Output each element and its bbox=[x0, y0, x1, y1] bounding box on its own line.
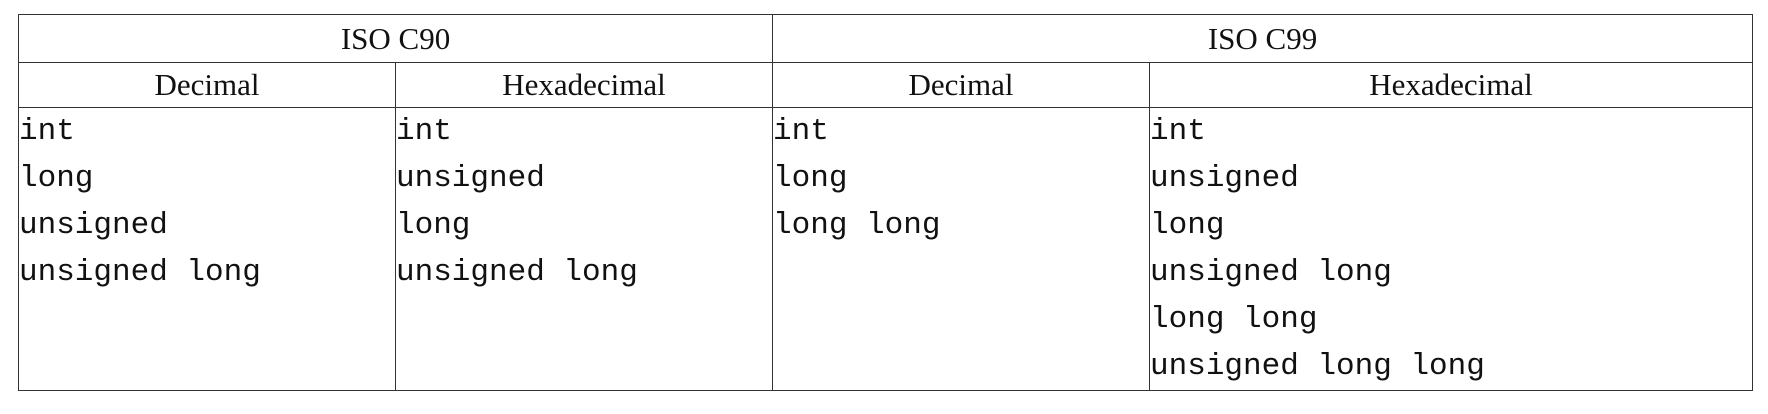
type-list: int long unsigned unsigned long bbox=[19, 108, 395, 296]
type-list: int long long long bbox=[773, 108, 1149, 249]
type-item: long long bbox=[773, 208, 941, 243]
cell-c90-decimal: int long unsigned unsigned long bbox=[18, 107, 396, 391]
cell-c99-hexadecimal: int unsigned long unsigned long long lon… bbox=[1149, 107, 1754, 391]
type-item: int bbox=[19, 114, 75, 149]
type-item: long bbox=[773, 161, 848, 196]
type-item: int bbox=[1150, 114, 1206, 149]
type-item: unsigned bbox=[1150, 161, 1299, 196]
type-item: long bbox=[396, 208, 471, 243]
cell-c90-hexadecimal: int unsigned long unsigned long bbox=[394, 107, 774, 391]
type-item: unsigned bbox=[19, 208, 168, 243]
column-header-c90-decimal: Decimal bbox=[18, 62, 396, 108]
column-header-c99-decimal: Decimal bbox=[772, 62, 1151, 108]
type-item: unsigned long bbox=[396, 255, 638, 290]
type-item: long bbox=[19, 161, 94, 196]
types-row: int long unsigned unsigned long int unsi… bbox=[18, 107, 1754, 391]
group-header-iso-c90: ISO C90 bbox=[17, 14, 774, 63]
integer-literal-types-table: ISO C90 ISO C99 Decimal Hexadecimal Deci… bbox=[17, 14, 1754, 391]
type-list: int unsigned long unsigned long long lon… bbox=[1150, 108, 1752, 390]
type-item: unsigned long bbox=[19, 255, 261, 290]
type-item: unsigned long bbox=[1150, 255, 1392, 290]
type-item: long bbox=[1150, 208, 1225, 243]
type-item: unsigned bbox=[396, 161, 545, 196]
type-item: int bbox=[396, 114, 452, 149]
standard-header-row: ISO C90 ISO C99 bbox=[17, 14, 1754, 63]
type-item: unsigned long long bbox=[1150, 349, 1485, 384]
column-header-c99-hexadecimal: Hexadecimal bbox=[1149, 62, 1754, 108]
column-header-c90-hexadecimal: Hexadecimal bbox=[394, 62, 774, 108]
type-item: long long bbox=[1150, 302, 1318, 337]
type-item: int bbox=[773, 114, 829, 149]
cell-c99-decimal: int long long long bbox=[772, 107, 1151, 391]
group-header-iso-c99: ISO C99 bbox=[772, 14, 1754, 63]
type-list: int unsigned long unsigned long bbox=[396, 108, 772, 296]
radix-header-row: Decimal Hexadecimal Decimal Hexadecimal bbox=[18, 62, 1754, 108]
